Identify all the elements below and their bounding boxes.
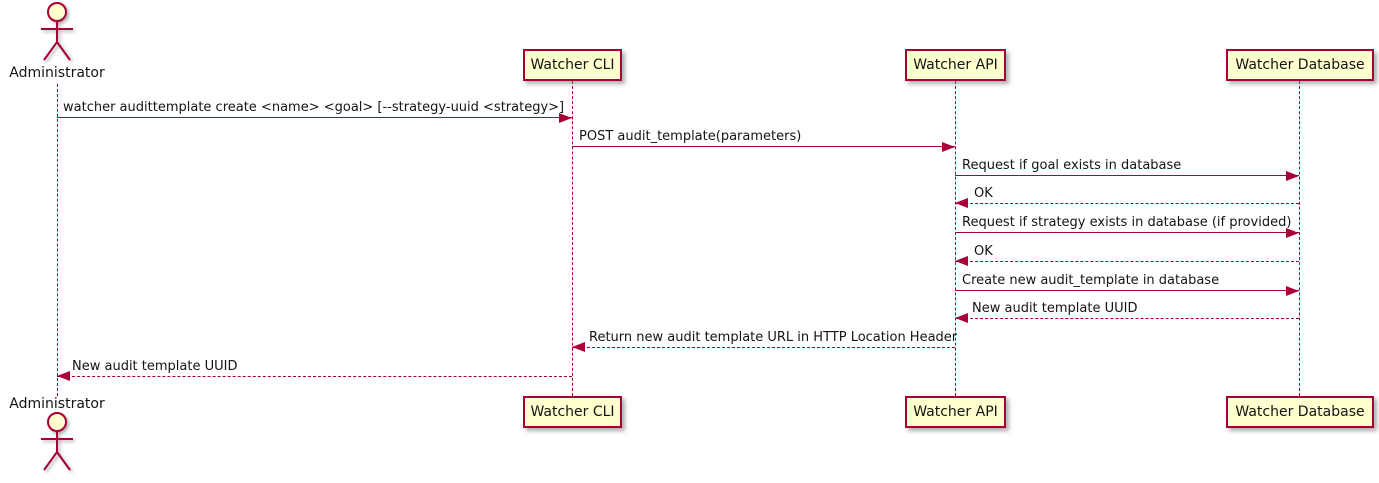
arrowhead-left-icon (955, 256, 968, 266)
arrowhead-right-icon (1286, 228, 1299, 238)
arrowhead-left-icon (955, 313, 968, 323)
message-arrow (955, 290, 1299, 291)
message-arrow (955, 232, 1299, 233)
message-label: watcher audittemplate create <name> <goa… (63, 100, 565, 115)
lifeline-administrator (57, 84, 58, 396)
message-arrow (572, 146, 955, 147)
message-label: Return new audit template URL in HTTP Lo… (589, 330, 958, 345)
participant-box-watcher-api-top: Watcher API (905, 49, 1006, 81)
message-return-arrow (955, 203, 1299, 204)
actor-icon (41, 2, 73, 61)
arrowhead-right-icon (1286, 171, 1299, 181)
message-return-arrow (955, 261, 1299, 262)
arrowhead-left-icon (572, 342, 585, 352)
actor-icon (41, 412, 73, 471)
message-return-arrow (955, 318, 1299, 319)
lifeline-watcher-api (955, 81, 956, 396)
message-return-arrow (572, 347, 955, 348)
lifeline-watcher-database (1299, 81, 1300, 396)
message-return-arrow (57, 376, 572, 377)
participant-box-watcher-database-bottom: Watcher Database (1226, 396, 1374, 428)
participant-box-watcher-cli-top: Watcher CLI (523, 49, 622, 81)
arrowhead-left-icon (57, 371, 70, 381)
message-arrow (57, 117, 572, 118)
arrowhead-right-icon (942, 142, 955, 152)
actor-label-top: Administrator (9, 65, 105, 81)
message-label: New audit template UUID (972, 301, 1138, 316)
arrowhead-right-icon (1286, 286, 1299, 296)
lifeline-watcher-cli (572, 81, 573, 396)
message-label: Create new audit_template in database (962, 273, 1220, 288)
actor-label-bottom: Administrator (9, 396, 105, 412)
message-label: POST audit_template(parameters) (579, 129, 802, 144)
arrowhead-left-icon (955, 198, 968, 208)
participant-box-watcher-cli-bottom: Watcher CLI (523, 396, 622, 428)
message-arrow (955, 175, 1299, 176)
message-label: OK (974, 186, 993, 201)
message-label: Request if strategy exists in database (… (962, 215, 1292, 230)
arrowhead-right-icon (559, 113, 572, 123)
message-label: OK (974, 244, 993, 259)
message-label: New audit template UUID (72, 359, 238, 374)
participant-box-watcher-api-bottom: Watcher API (905, 396, 1006, 428)
message-label: Request if goal exists in database (962, 158, 1182, 173)
participant-box-watcher-database-top: Watcher Database (1226, 49, 1374, 81)
